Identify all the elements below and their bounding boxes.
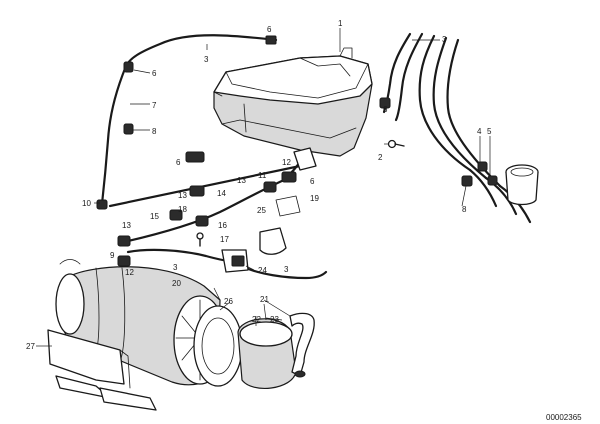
callout-13: 13	[122, 221, 131, 230]
callout-23: 23	[270, 315, 279, 324]
filler-neck-cap	[505, 164, 539, 206]
callout-25: 25	[257, 206, 266, 215]
callout-6: 6	[267, 25, 272, 34]
canister-hose	[289, 312, 315, 378]
callout-15: 15	[150, 212, 159, 221]
callout-12: 12	[282, 158, 291, 167]
callout-3: 3	[204, 55, 209, 64]
callout-3: 3	[284, 265, 289, 274]
callout-6: 6	[176, 158, 181, 167]
callout-19: 19	[310, 194, 319, 203]
callout-6: 6	[310, 177, 315, 186]
callout-26: 26	[224, 297, 233, 306]
callout-13: 13	[237, 176, 246, 185]
callout-17: 17	[220, 235, 229, 244]
callout-21: 21	[260, 295, 269, 304]
callout-13: 13	[178, 191, 187, 200]
mounting-bracket	[47, 329, 157, 411]
bolt-part-2	[387, 139, 405, 149]
vent-line-assembly	[108, 147, 328, 280]
callout-6: 6	[383, 105, 388, 114]
callout-5: 5	[487, 127, 492, 136]
callout-24: 24	[258, 266, 267, 275]
callout-7: 7	[152, 101, 157, 110]
callout-16: 16	[218, 221, 227, 230]
callout-20: 20	[172, 279, 181, 288]
callout-18: 18	[178, 205, 187, 214]
callout-4: 4	[477, 127, 482, 136]
callout-labels: 1 3 3 6 6 6 6 7 8 8 10 2 4 5 12 12 6 11 …	[26, 19, 492, 351]
callout-14: 14	[217, 189, 226, 198]
callout-12: 12	[125, 268, 134, 277]
callout-27: 27	[26, 342, 35, 351]
vent-hose-upper	[96, 34, 278, 210]
callout-6: 6	[152, 69, 157, 78]
callout-22: 22	[252, 315, 261, 324]
callout-8: 8	[462, 205, 467, 214]
callout-3: 3	[173, 263, 178, 272]
callout-8: 8	[152, 127, 157, 136]
callout-9: 9	[110, 251, 115, 260]
callout-11: 11	[258, 171, 267, 180]
callout-1: 1	[338, 19, 343, 28]
document-number: 00002365	[546, 413, 582, 422]
callout-10: 10	[82, 199, 91, 208]
canister-cap	[237, 318, 297, 389]
leader-lines	[36, 28, 491, 347]
callout-2: 2	[378, 153, 383, 162]
expansion-tank	[213, 47, 373, 157]
filter-disc	[193, 305, 243, 387]
callout-3: 3	[442, 35, 447, 44]
